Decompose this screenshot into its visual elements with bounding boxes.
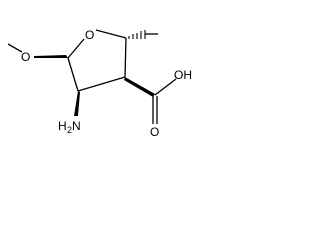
hash-c4-methyl bbox=[128, 30, 146, 39]
amine-n-label: N bbox=[72, 119, 81, 133]
ring-oxygen-label: O bbox=[85, 28, 94, 42]
molecule-structure: O O O OH H 2 N bbox=[7, 28, 192, 139]
carbonyl-oxygen-label: O bbox=[150, 125, 159, 139]
bond-c2-c3 bbox=[77, 76, 126, 92]
hydroxyl-label: OH bbox=[174, 68, 192, 82]
wedge-c2-nh2 bbox=[74, 91, 80, 116]
bond-o-c1 bbox=[67, 38, 85, 59]
bond-c3-c4 bbox=[124, 37, 127, 78]
bond-c1-c2 bbox=[67, 57, 79, 92]
structure-canvas: O O O OH H 2 N bbox=[0, 0, 217, 141]
wedge-c1-ome bbox=[34, 55, 68, 58]
amine-subscript-label: 2 bbox=[67, 125, 72, 135]
bond-c4-o bbox=[95, 29, 127, 39]
bond-cooh-oh bbox=[154, 78, 177, 96]
amine-h-label: H bbox=[58, 119, 67, 133]
methoxy-oxygen-label: O bbox=[21, 50, 30, 64]
bond-o-methyl bbox=[7, 43, 23, 53]
wedge-c3-cooh bbox=[124, 77, 155, 97]
